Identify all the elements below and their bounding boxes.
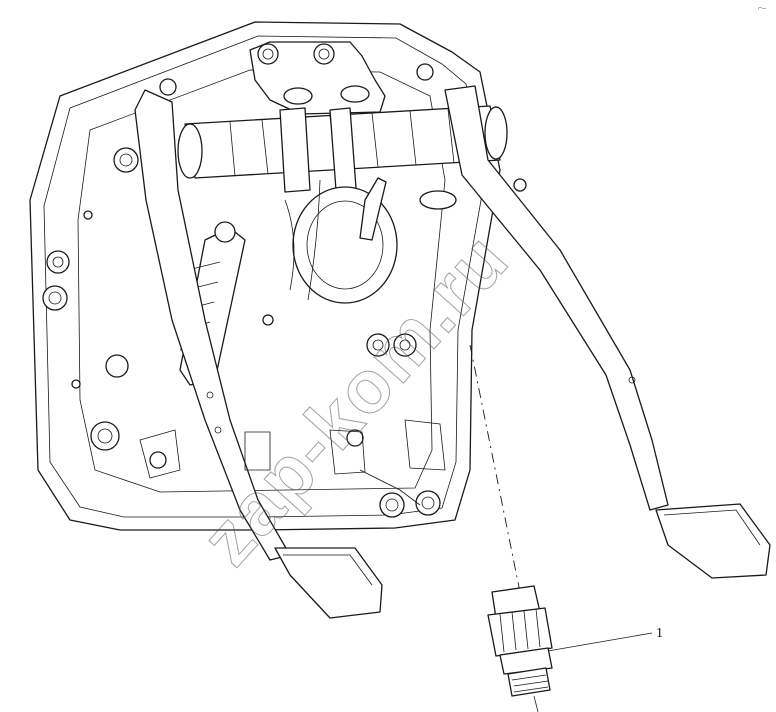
callout-leader-1 bbox=[547, 632, 653, 652]
mounting-plate bbox=[29, 21, 501, 531]
corner-mark: ⌐– bbox=[758, 5, 766, 12]
lower-brackets bbox=[139, 419, 446, 506]
brake-light-switch bbox=[487, 585, 553, 712]
callout-label-1: 1 bbox=[656, 626, 663, 641]
brake-pedal bbox=[444, 85, 771, 579]
switch-axis-line bbox=[469, 344, 521, 593]
mounting-bolts bbox=[42, 63, 527, 518]
booster-opening bbox=[284, 177, 457, 304]
hinge-bracket bbox=[249, 41, 386, 115]
pivot-shaft bbox=[177, 105, 508, 193]
clutch-pedal bbox=[134, 89, 383, 619]
